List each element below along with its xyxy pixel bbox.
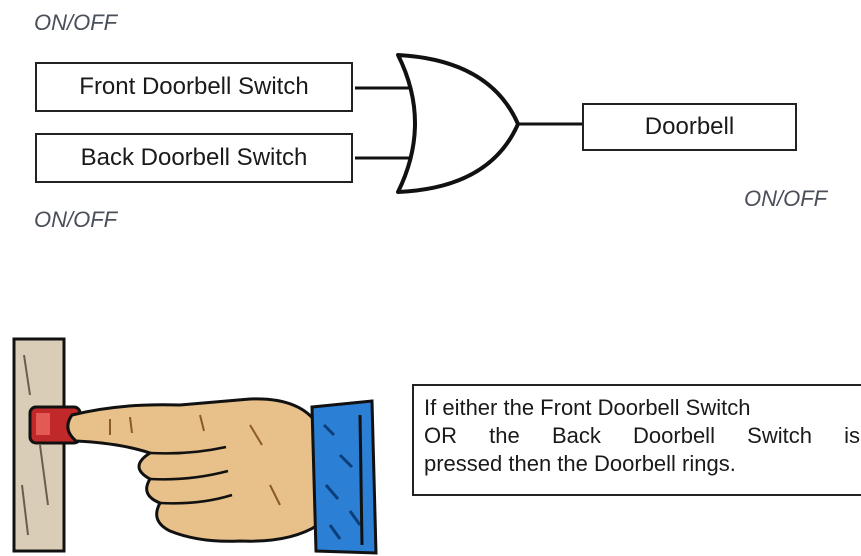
description-word: is [844,423,860,448]
description-box: If either the Front Doorbell Switch OR t… [412,384,861,496]
finger-pressing-button-icon [12,337,378,555]
state-label-bottom: ON/OFF [34,207,118,232]
front-doorbell-switch-label: Front Doorbell Switch [79,73,309,100]
description-line-1: If either the Front Doorbell Switch [424,395,751,420]
front-doorbell-switch-box: Front Doorbell Switch [35,62,353,112]
description-line-2: OR the Back Doorbell Switch is [424,422,860,450]
description-word: Switch [747,423,812,448]
logic-diagram [355,53,582,194]
description-line-3: pressed then the Doorbell rings. [424,451,736,476]
hand-shape [66,397,320,543]
description-word: OR [424,423,457,448]
description-word: Doorbell [633,423,715,448]
back-doorbell-switch-label: Back Doorbell Switch [80,144,308,171]
wall-plate [12,337,66,553]
doorbell-label: Doorbell [644,113,735,140]
back-doorbell-switch-box: Back Doorbell Switch [35,133,353,183]
state-label-output: ON/OFF [744,186,828,211]
doorbell-box: Doorbell [582,103,797,151]
description-word: the [489,423,520,448]
state-label-top: ON/OFF [34,10,118,35]
shirt-cuff [310,399,378,555]
or-gate-icon [396,53,520,194]
description-word: Back [551,423,601,448]
